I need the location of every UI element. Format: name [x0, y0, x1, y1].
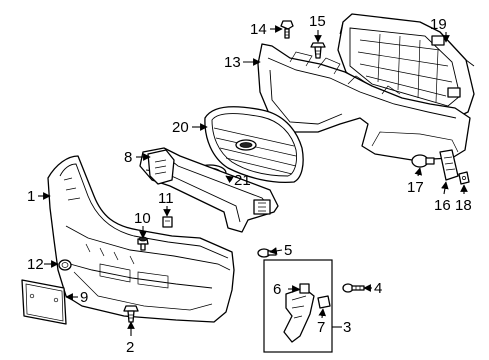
- leader-17: [414, 167, 423, 177]
- leader-21: [225, 175, 234, 184]
- callout-12: 12: [27, 256, 44, 273]
- callout-11: 11: [158, 190, 174, 207]
- callout-7: 7: [317, 319, 325, 336]
- callout-4: 4: [374, 280, 382, 297]
- callout-20: 20: [172, 119, 189, 136]
- small-bolt: [137, 236, 149, 251]
- bracket-inset-box: [263, 259, 333, 353]
- callout-16: 16: [434, 197, 451, 214]
- callout-6: 6: [273, 281, 281, 298]
- bolt-right: [342, 283, 365, 293]
- grille: [204, 106, 304, 184]
- callout-1: 1: [27, 188, 35, 205]
- bumper-reinforcement: [139, 147, 279, 233]
- callout-5: 5: [284, 242, 292, 259]
- license-plate-bracket: [21, 279, 67, 325]
- callout-17: 17: [407, 179, 424, 196]
- leader-16: [441, 181, 449, 195]
- tow-hook-cap: [58, 259, 72, 271]
- callout-labels: 1 2 3 4 5 6 7 8 9 10 11 12 13 14 15 16 1…: [27, 13, 472, 356]
- push-pin-clip: [123, 305, 139, 323]
- callout-18: 18: [455, 197, 472, 214]
- callout-3: 3: [343, 319, 351, 336]
- leader-7: [318, 308, 327, 319]
- push-pin: [411, 154, 435, 168]
- callout-9: 9: [80, 289, 88, 306]
- push-rivet: [257, 248, 277, 258]
- mounting-bracket: [439, 149, 459, 181]
- callout-13: 13: [224, 54, 241, 71]
- clip-nut: [162, 216, 173, 228]
- leader-lines: [38, 25, 468, 336]
- push-clip: [310, 42, 326, 59]
- speed-nut: [458, 171, 470, 185]
- leader-5: [269, 247, 283, 255]
- bolt: [280, 20, 294, 39]
- callout-2: 2: [126, 339, 134, 356]
- callout-19: 19: [430, 16, 447, 33]
- callout-14: 14: [250, 21, 267, 38]
- callout-10: 10: [134, 210, 151, 227]
- callout-15: 15: [309, 13, 326, 30]
- callout-8: 8: [124, 149, 132, 166]
- callout-21: 21: [234, 172, 251, 189]
